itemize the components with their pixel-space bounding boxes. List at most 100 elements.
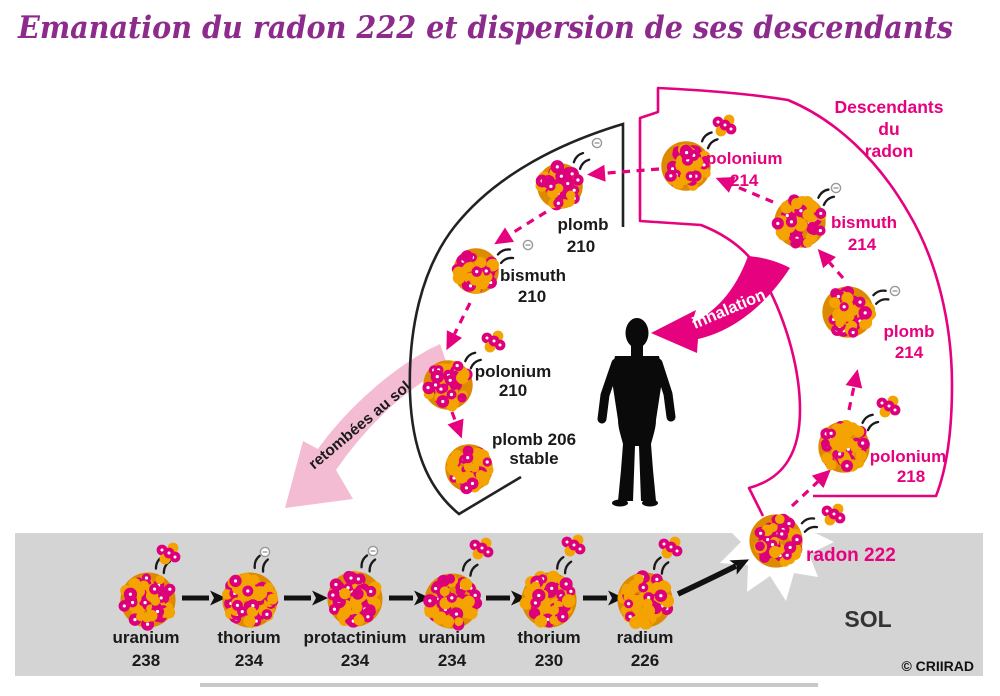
nucleon (549, 605, 559, 616)
nuclide-label: thorium (517, 628, 580, 647)
nucleon (246, 606, 257, 617)
alpha-particle (469, 537, 494, 560)
nucleon (454, 617, 464, 626)
nuclide-label: uranium (418, 628, 485, 647)
beta-symbol (591, 137, 603, 149)
emission-marks (817, 188, 836, 207)
human-neck (631, 343, 643, 357)
human-right-foot (642, 499, 658, 507)
nucleon (621, 585, 631, 596)
nucleon-highlight (838, 452, 842, 456)
human-silhouette (597, 318, 676, 507)
nucleon-highlight (537, 593, 541, 598)
retombees-label: retombées au sol (306, 378, 415, 473)
nucleon (821, 452, 833, 465)
retombees-arrow (285, 344, 448, 508)
emission-marks (700, 131, 719, 150)
nucleon (455, 471, 468, 484)
nuclide-label: 210 (518, 287, 546, 306)
nucleon (629, 616, 643, 629)
nuclide-label: thorium (217, 628, 280, 647)
nucleon (768, 523, 778, 533)
nucleon (424, 606, 437, 618)
nuclide-label: 234 (341, 651, 370, 670)
nucleon (561, 594, 576, 608)
nucleon (538, 600, 551, 613)
nuclide-label: radon 222 (806, 545, 896, 566)
beta-symbol (830, 182, 842, 194)
nucleon-highlight (484, 269, 488, 273)
nucleon (475, 257, 487, 268)
nuclides: uranium238thorium234protactinium234urani… (112, 114, 946, 670)
nucleon (439, 586, 450, 597)
emission-marks (253, 554, 270, 573)
nucleon (433, 612, 446, 625)
nucleon (820, 439, 830, 449)
nucleon (470, 463, 480, 473)
nucleon-highlight (128, 592, 132, 596)
nucleon-highlight (152, 587, 157, 591)
nucleon-highlight (684, 151, 689, 155)
nucleon-highlight (145, 622, 150, 626)
nucleon (639, 618, 651, 630)
nucleon (794, 218, 808, 232)
nucleon-highlight (759, 531, 763, 535)
nucleon-highlight (366, 615, 370, 619)
nucleon (257, 588, 268, 599)
nucleon-highlight (566, 181, 570, 186)
nucleon (530, 581, 541, 591)
nucleon-highlight (464, 486, 469, 490)
nuclide-label: polonium (475, 362, 551, 381)
nucleon (437, 574, 450, 588)
nucleon-highlight (251, 603, 255, 608)
nucleon (267, 593, 279, 605)
emission-marks (496, 248, 515, 265)
nucleon (859, 319, 870, 330)
nucleon-highlight (780, 532, 784, 536)
nucleon (759, 552, 770, 563)
nucleon-highlight (795, 538, 799, 542)
nucleon-highlight (799, 209, 803, 213)
nucleon-highlight (845, 464, 849, 468)
nucleon-highlight (861, 441, 865, 445)
alpha-particle (658, 536, 683, 559)
nucleon-highlight (858, 300, 862, 304)
nucleon-highlight (434, 586, 438, 591)
nuclide-label: 234 (235, 651, 264, 670)
nucleon-highlight (489, 280, 493, 285)
bottom-edge-strip (200, 683, 818, 687)
nucleon (243, 614, 256, 628)
descendants-label-line3: radon (865, 141, 914, 161)
descendants-band (638, 86, 954, 517)
nucleon-highlight (485, 460, 489, 464)
nucleon-highlight (569, 589, 573, 593)
nuclide-label: polonium (706, 149, 782, 168)
nuclide-label: 210 (499, 381, 527, 400)
descendants-label-line2: du (878, 119, 899, 139)
nucleon-highlight (473, 593, 477, 597)
beta-symbol (367, 545, 379, 557)
nucleon (138, 580, 149, 591)
emission-marks (572, 151, 591, 171)
nuclide-label: 238 (132, 651, 160, 670)
nucleon-highlight (450, 596, 454, 600)
nucleon-highlight (770, 543, 775, 547)
nucleon-highlight (233, 579, 238, 583)
nucleon (351, 602, 363, 613)
nucleon-highlight (130, 600, 135, 605)
beta-symbol (522, 239, 534, 251)
decay-arrow-black (284, 590, 328, 606)
emission-marks (464, 351, 482, 370)
nucleon-highlight (155, 609, 160, 614)
alpha-particle (821, 503, 846, 526)
nucleon-highlight (570, 172, 574, 176)
nucleon-highlight (564, 582, 568, 586)
nuclide-label: 234 (438, 651, 467, 670)
nucleon-highlight (426, 385, 430, 390)
nucleon-highlight (441, 399, 445, 404)
